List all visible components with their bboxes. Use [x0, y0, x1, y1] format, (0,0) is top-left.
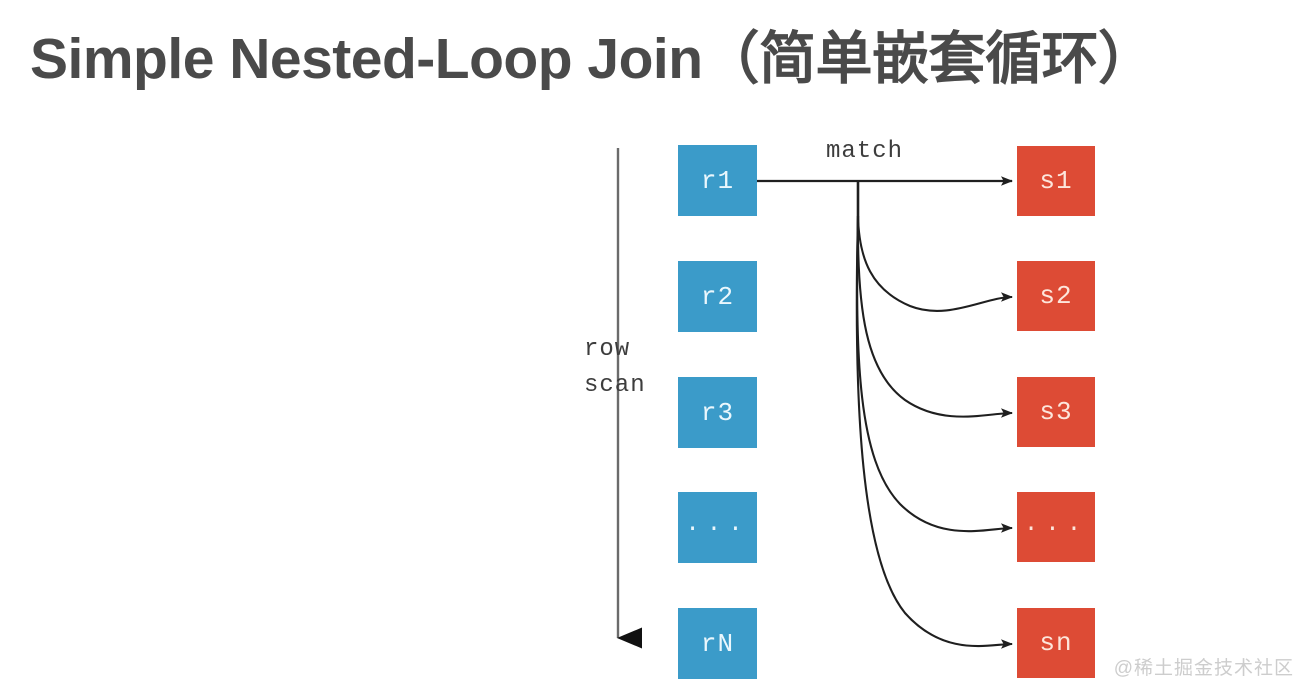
match-curve-s3 [856, 215, 1013, 418]
node-s-ellipsis-label: ... [1023, 510, 1089, 538]
node-s2-label: s2 [1039, 281, 1073, 311]
match-curve-s-ellipsis [856, 215, 1013, 533]
node-r-ellipsis[interactable]: ... [678, 492, 757, 563]
node-r3[interactable]: r3 [678, 377, 757, 448]
row-scan-label-line1: row [584, 336, 631, 363]
node-r-ellipsis-label: ... [685, 511, 750, 538]
page-title: Simple Nested-Loop Join（简单嵌套循环） [30, 27, 1155, 91]
node-sn[interactable]: sn [1017, 608, 1095, 678]
node-s1[interactable]: s1 [1017, 146, 1095, 216]
match-curve-s2 [856, 215, 1013, 312]
match-label: match [826, 138, 904, 165]
node-s2[interactable]: s2 [1017, 261, 1095, 331]
node-rN[interactable]: rN [678, 608, 757, 679]
connector-arrows [616, 148, 1013, 649]
node-r2[interactable]: r2 [678, 261, 757, 332]
row-scan-label: row scan [584, 332, 646, 404]
row-scan-label-line2: scan [584, 372, 646, 399]
watermark: @稀土掘金技术社区 [1113, 658, 1294, 679]
node-rN-label: rN [700, 628, 735, 659]
node-s1-label: s1 [1039, 166, 1073, 196]
node-s3[interactable]: s3 [1017, 377, 1095, 447]
node-r1-label: r1 [700, 165, 735, 196]
node-s-ellipsis[interactable]: ... [1017, 492, 1095, 562]
node-r3-label: r3 [700, 397, 735, 428]
node-r1[interactable]: r1 [678, 145, 757, 216]
node-sn-label: sn [1039, 628, 1073, 658]
node-s3-label: s3 [1039, 397, 1073, 427]
node-r2-label: r2 [700, 281, 735, 312]
match-curve-sn [855, 215, 1013, 649]
nested-loop-join-diagram: r1 r2 r3 ... rN s1 s2 s3 ... sn mat [0, 110, 1312, 692]
